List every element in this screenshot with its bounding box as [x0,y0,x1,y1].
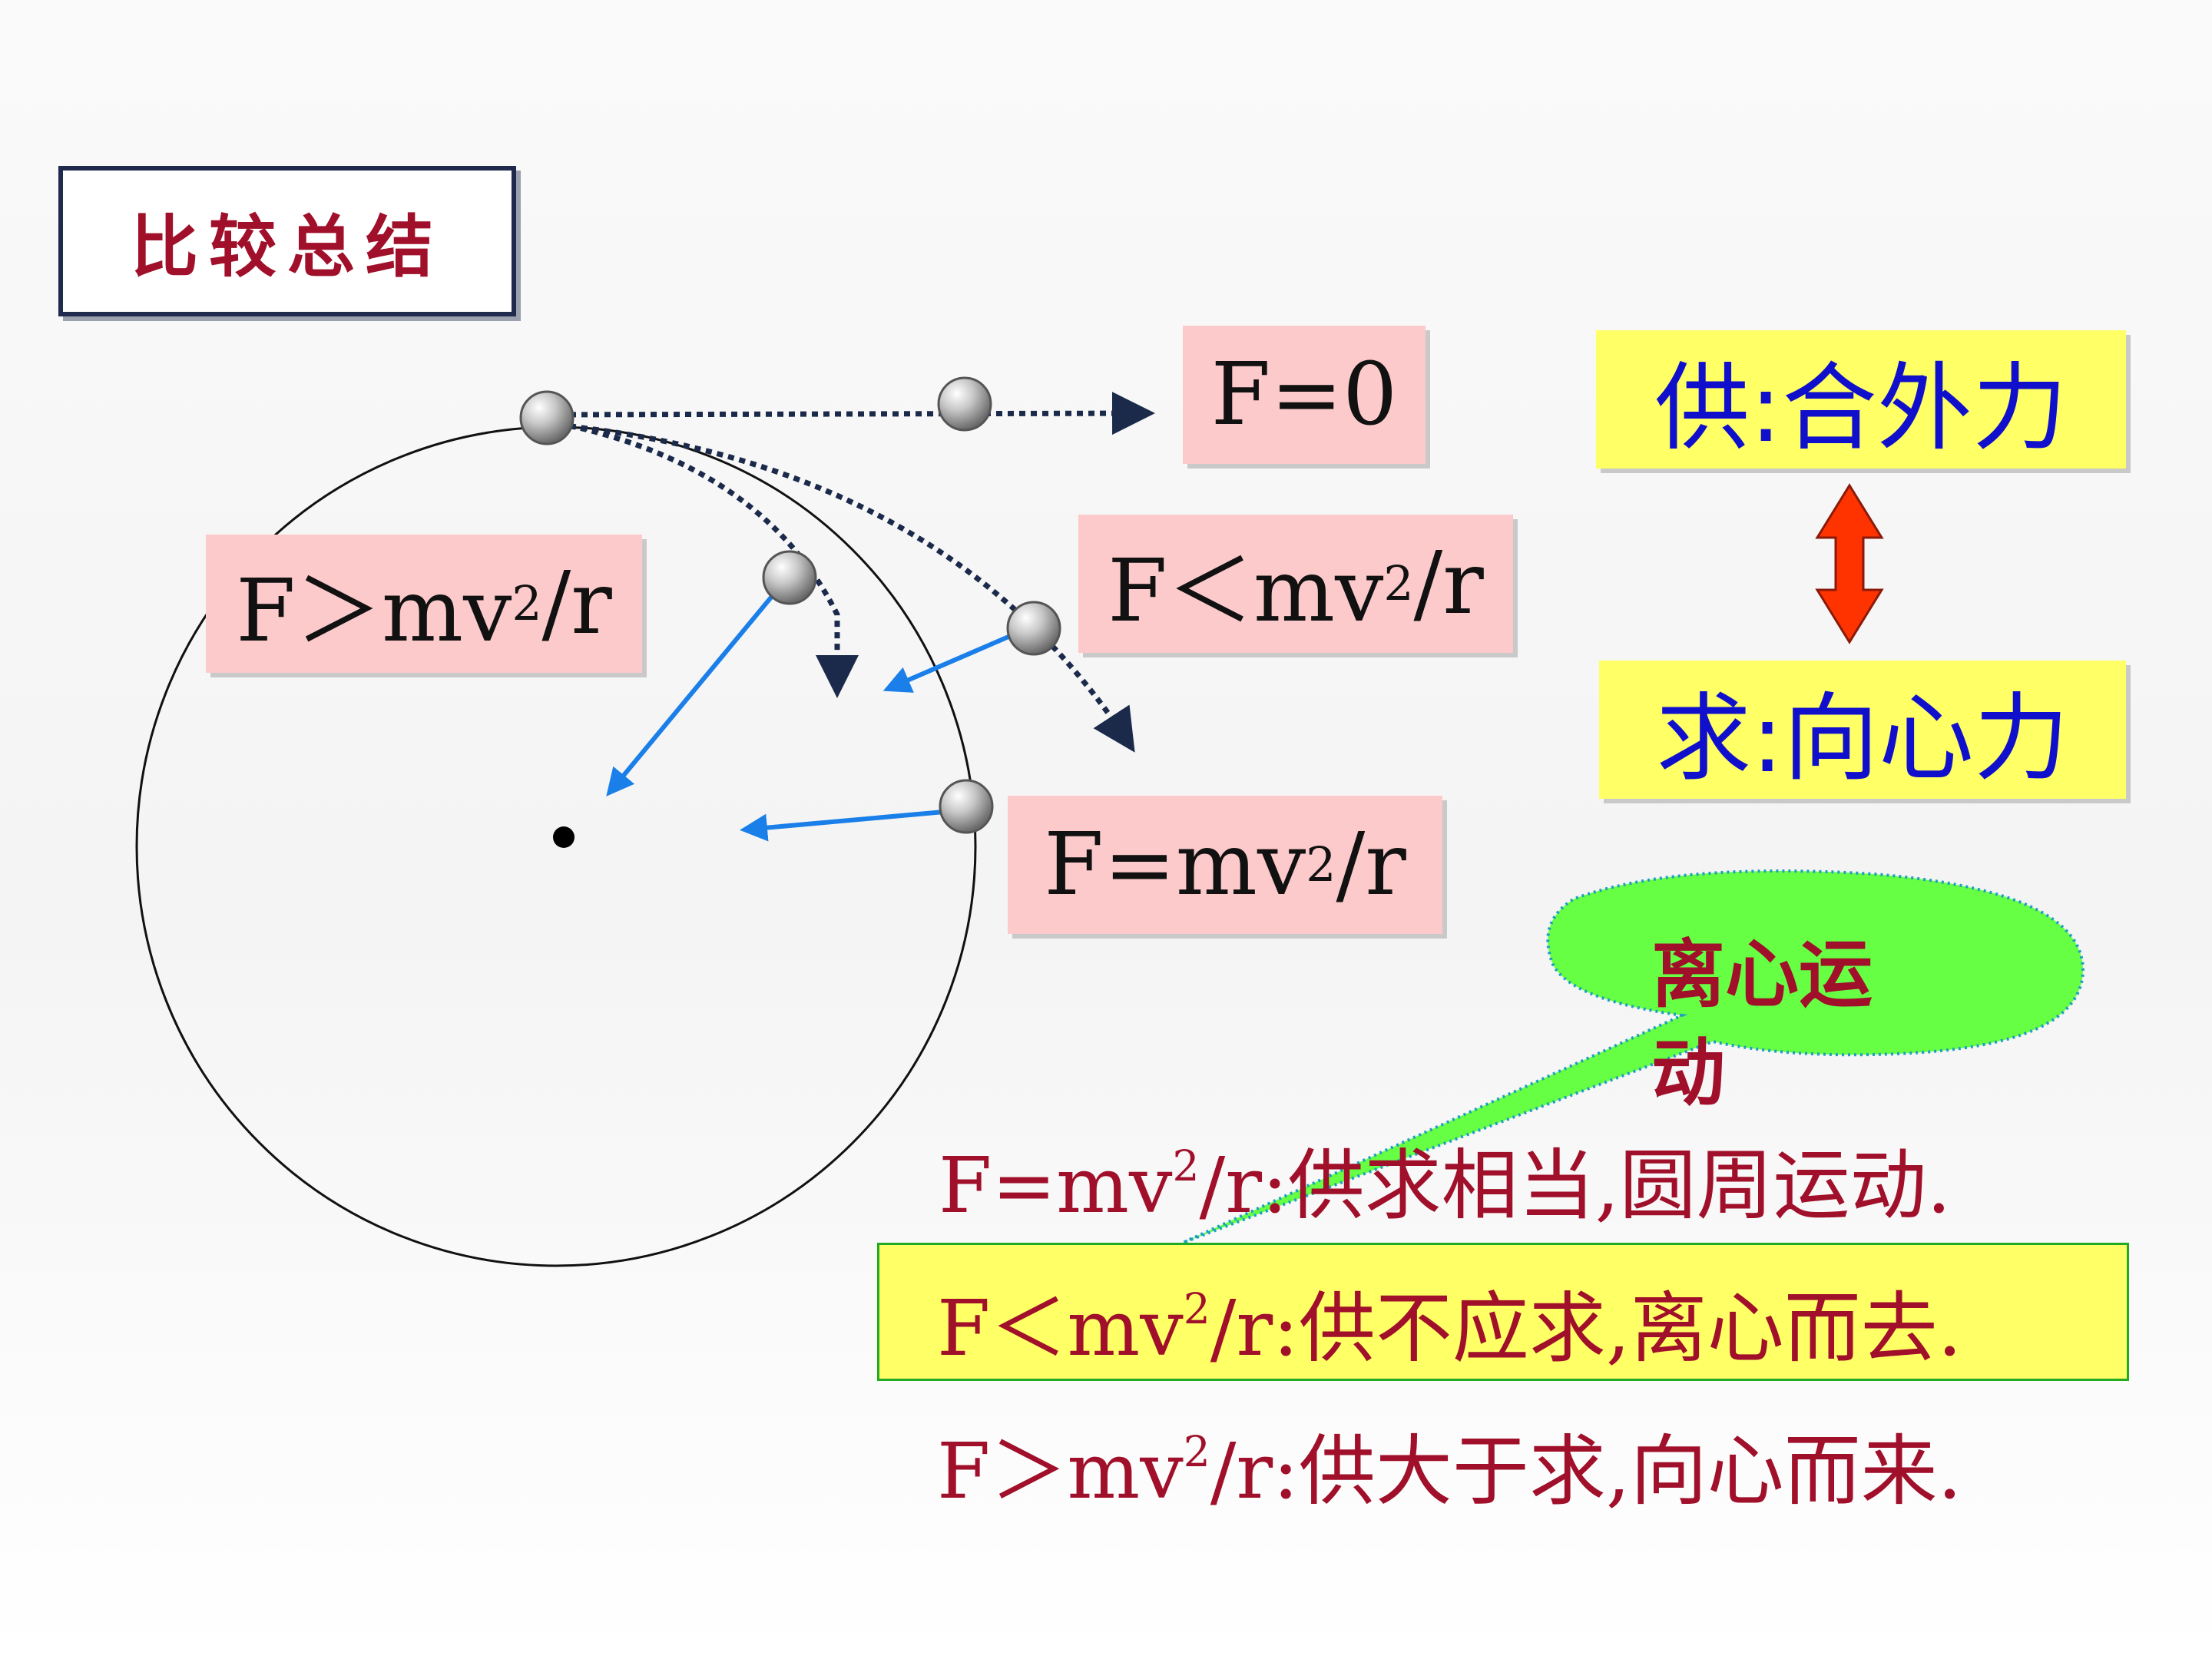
label-text: /r [1413,534,1484,634]
force-arrow-equal [740,809,953,842]
label-text: /r [541,554,612,654]
force-arrow-greater [606,588,780,796]
supply-box: 供:合外力 [1596,330,2126,469]
ball-straight [937,376,992,432]
label-text: F＞mv [236,561,512,661]
straight-line-path [546,392,1155,435]
summary-line-greater: F＞mv2/r:供大于求,向心而来. [937,1409,1962,1520]
superscript: 2 [1383,556,1414,611]
superscript: 2 [512,576,542,631]
summary-line-less: F＜mv2/r:供不应求,离心而去. [937,1266,1962,1377]
centrifugal-path [546,421,1135,753]
summary-text: /r:供不应求,离心而去. [1210,1283,1962,1373]
ball-outward [1006,601,1061,656]
summary-text: F＞mv [937,1426,1184,1516]
double-arrow-icon [1815,483,1884,644]
label-text: /r [1336,815,1406,915]
ball-start [519,390,575,445]
superscript: 2 [1306,837,1336,892]
summary-text: F=mv [939,1141,1173,1230]
callout-bubble [1182,869,2085,1244]
superscript: 2 [1172,1141,1200,1190]
label-text: F＜mv [1108,541,1384,641]
summary-line-equal: F=mv2/r:供求相当,圆周运动. [939,1123,1951,1234]
summary-text: F＜mv [937,1283,1184,1373]
ball-inward [762,550,817,605]
orbit-center-dot [553,826,575,848]
inward-spiral-path [546,418,859,698]
highlight-box [877,1243,2129,1381]
ball-equal [939,779,994,834]
superscript: 2 [1183,1283,1210,1333]
label-f-zero: F=0 [1183,326,1426,464]
summary-text: /r:供求相当,圆周运动. [1199,1141,1952,1230]
summary-text: /r:供大于求,向心而来. [1210,1426,1962,1516]
force-arrow-less [882,632,1015,693]
summary-title: 比较总结 [58,166,516,316]
label-text: F=mv [1044,815,1306,915]
superscript: 2 [1183,1426,1210,1476]
callout-text: 离心运动 [1651,932,1873,1116]
demand-box: 求:向心力 [1599,661,2126,799]
